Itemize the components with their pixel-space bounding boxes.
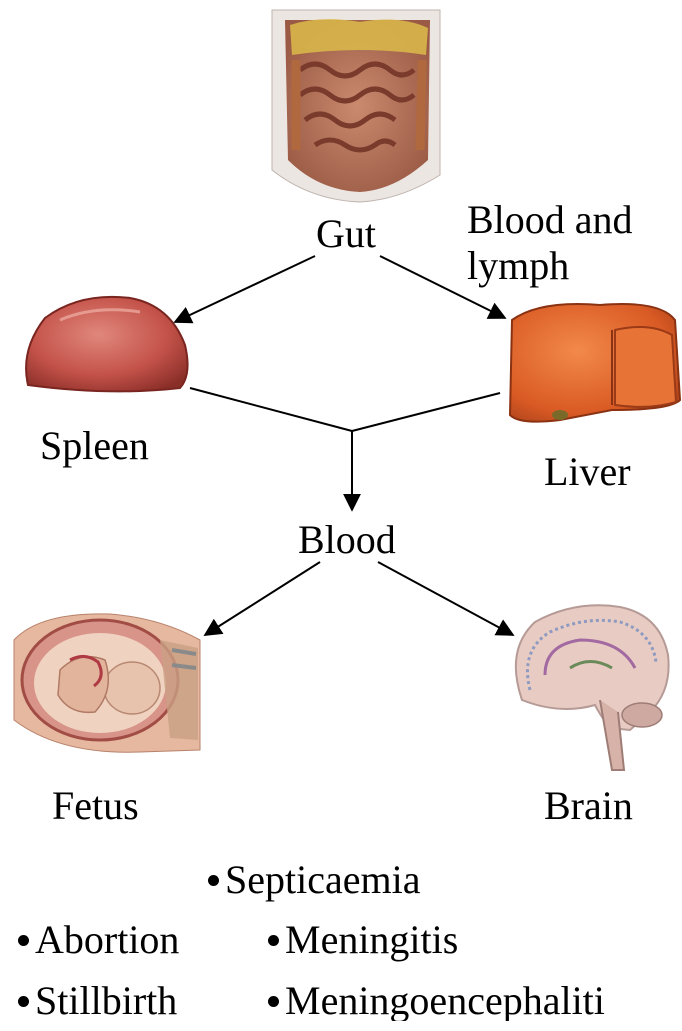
label-blood: Blood [298, 520, 396, 560]
bullet-dot-icon [208, 875, 219, 886]
outcome-label: Meningoencephaliti [285, 981, 605, 1021]
outcome-label: Stillbirth [35, 978, 177, 1023]
fetus-illustration [14, 614, 200, 752]
gut-illustration [272, 10, 440, 202]
outcome-meningitis: Meningitis [268, 920, 458, 960]
liver-illustration [510, 304, 680, 422]
brain-illustration [516, 605, 669, 770]
arrow-blood-to-fetus [205, 562, 320, 635]
outcome-label: Septicaemia [225, 857, 420, 902]
label-brain: Brain [544, 786, 633, 826]
spleen-illustration [26, 297, 188, 391]
outcome-abortion: Abortion [18, 920, 179, 960]
outcome-label: Meningitis [285, 917, 458, 962]
bullet-dot-icon [268, 935, 279, 946]
bullet-dot-icon [18, 935, 29, 946]
outcome-meningoencephalitis: Meningoencephaliti [268, 981, 682, 1021]
label-gut: Gut [316, 214, 376, 254]
line-spleen-to-junction [190, 388, 352, 431]
line-liver-to-junction [352, 393, 500, 431]
arrow-blood-to-brain [378, 562, 513, 635]
outcome-septicaemia: Septicaemia [208, 860, 420, 900]
bullet-dot-icon [18, 996, 29, 1007]
label-liver: Liver [544, 452, 631, 492]
label-fetus: Fetus [52, 786, 139, 826]
label-blood-and: Blood and [467, 200, 633, 240]
outcome-stillbirth: Stillbirth [18, 981, 177, 1021]
outcome-label: Abortion [35, 917, 179, 962]
label-lymph: lymph [467, 246, 569, 286]
bullet-dot-icon [268, 996, 279, 1007]
arrow-gut-to-spleen [175, 256, 315, 322]
label-spleen: Spleen [40, 426, 149, 466]
